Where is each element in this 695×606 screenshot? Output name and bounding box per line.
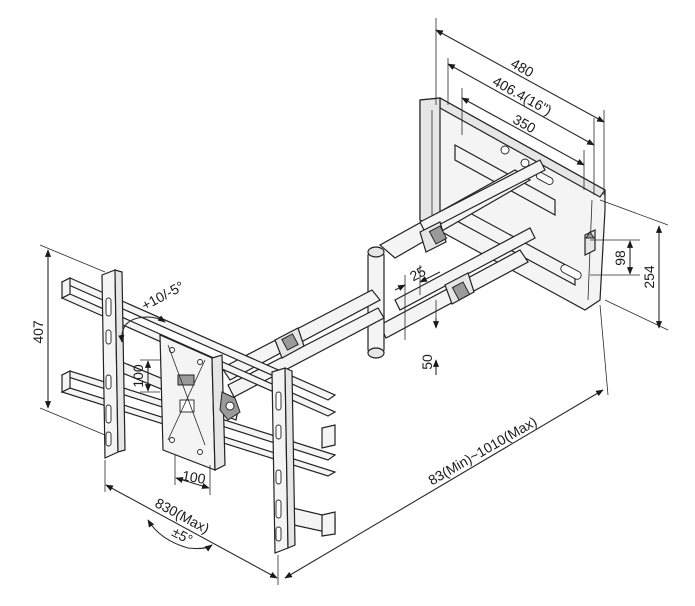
label-50: 50 [419,354,435,370]
label-480: 480 [508,55,536,80]
label-extension: 83(Min)~1010(Max) [425,413,539,488]
lower-arm [221,289,385,398]
label-tilt: +10/-5° [139,278,187,314]
label-plate-100-horizontal: 100 [181,467,207,487]
label-350: 350 [510,111,538,136]
label-25: 25 [407,263,428,285]
tilt-arrow [118,315,166,343]
dimension-lines [39,18,669,585]
label-98: 98 [612,250,628,266]
label-plate-100-vertical: 100 [130,364,146,388]
tv-bracket [60,269,337,554]
label-406-4: 406.4(16") [490,73,555,118]
swivel-arrow [147,519,213,552]
label-407: 407 [30,320,46,344]
label-254: 254 [641,265,657,289]
